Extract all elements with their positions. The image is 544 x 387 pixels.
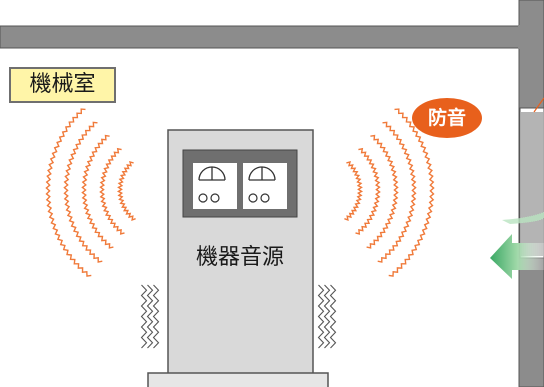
control-panel [182,149,298,218]
vibration-line [323,284,331,349]
vibration-icon [317,284,337,349]
arrow-left-icon [490,212,544,279]
machine-label: 機器音源 [195,245,284,270]
sound-wave-arc [355,147,381,235]
soundproof-panel-icon [519,97,544,259]
soundproof-badge: 防音 [412,98,482,138]
sound-wave-icon [344,108,435,277]
sound-wave-arc [377,121,417,263]
sound-wave-arc [81,134,114,249]
vibration-line [317,284,325,349]
sound-wave-arc [116,161,136,221]
meter-icon [193,163,237,209]
sound-wave-arc [99,147,125,235]
ceiling-wall [0,25,544,49]
vibration-icon [140,284,160,349]
sound-wave-arc [366,134,399,249]
sound-wave-icon [45,108,136,277]
sound-wave-arc [344,161,364,221]
meter-icon [243,163,287,209]
vibration-line [329,284,337,349]
sound-wave-arc [63,121,103,263]
vibration-line [140,284,148,349]
machine-base [147,372,329,387]
vibration-line [146,284,154,349]
vibration-line [152,284,160,349]
sound-wave-arc [388,108,435,277]
room-label: 機械室 [9,67,116,103]
sound-wave-arc [45,108,92,277]
